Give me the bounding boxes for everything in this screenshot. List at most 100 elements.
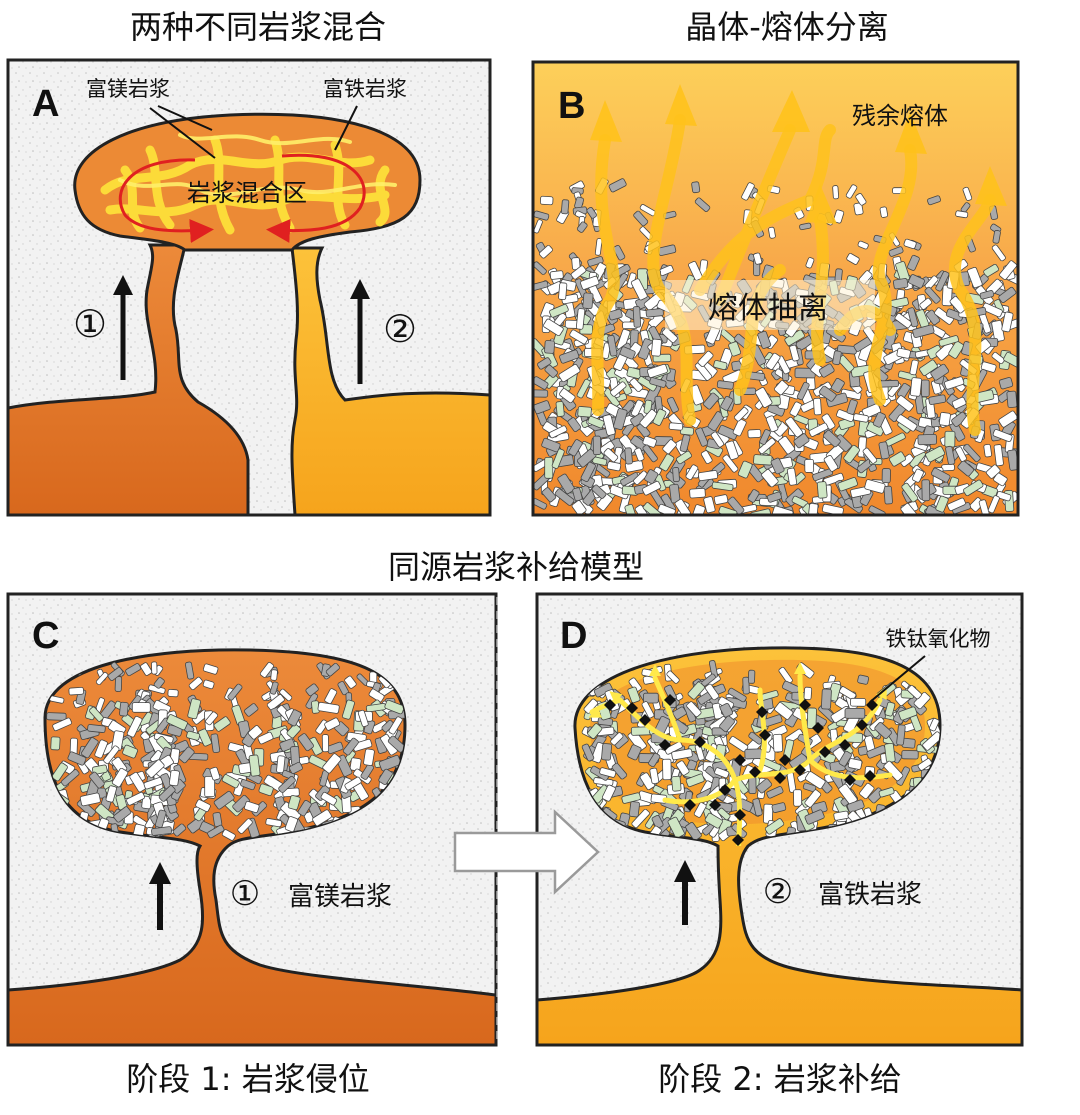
title-stage-1: 阶段 1: 岩浆侵位	[126, 1060, 370, 1098]
crystal	[917, 433, 938, 446]
crystal	[544, 457, 554, 479]
crystal	[279, 688, 293, 702]
crystal	[979, 290, 995, 300]
crystal	[686, 701, 702, 718]
crystal	[820, 688, 832, 710]
crystal	[592, 435, 602, 456]
crystal	[685, 773, 705, 788]
crystal	[587, 723, 603, 739]
crystal	[864, 479, 886, 494]
crystal	[992, 429, 1013, 442]
crystal	[789, 344, 800, 362]
crystal	[901, 482, 919, 503]
crystal	[666, 396, 679, 413]
crystal	[894, 313, 912, 329]
crystal	[853, 413, 869, 423]
crystal	[608, 178, 627, 193]
panel-c: C ① 富镁岩浆	[6, 592, 498, 1047]
crystal	[761, 469, 779, 488]
crystal	[533, 498, 548, 510]
crystal	[945, 308, 964, 322]
crystal	[533, 400, 551, 415]
crystal	[896, 414, 918, 432]
crystal	[639, 409, 658, 429]
crystal	[759, 429, 771, 445]
crystal	[689, 487, 706, 499]
crystal	[998, 286, 1017, 304]
crystal	[716, 380, 734, 390]
crystal	[832, 185, 840, 200]
crystal	[166, 714, 188, 731]
crystal	[847, 758, 863, 770]
crystal	[244, 703, 259, 717]
crystal	[168, 769, 180, 787]
crystal	[799, 222, 812, 231]
oxide-grain	[844, 774, 856, 786]
crystal	[548, 425, 568, 439]
crystal	[823, 429, 841, 448]
crystal	[257, 731, 274, 745]
oxide-grain	[799, 699, 811, 711]
crystal	[624, 447, 633, 465]
crystal	[742, 676, 750, 695]
crystal	[668, 422, 684, 431]
crystal	[577, 406, 592, 418]
crystal	[935, 271, 950, 292]
crystal	[641, 701, 655, 719]
crystal	[922, 731, 940, 751]
crystal	[599, 767, 617, 778]
crystal	[991, 244, 1006, 262]
label-fe-magma-a: 富铁岩浆	[323, 77, 407, 101]
marker-c: ①	[230, 874, 260, 914]
crystal	[719, 715, 735, 733]
crystal	[646, 363, 668, 378]
crystal	[818, 385, 837, 402]
crystal	[581, 743, 595, 762]
panel-c-letter: C	[32, 615, 59, 657]
crystal	[286, 723, 301, 739]
crystal	[711, 481, 734, 492]
oxide-grain	[639, 714, 651, 726]
crystal	[921, 479, 931, 502]
crystal	[924, 286, 941, 304]
crystal	[903, 238, 917, 250]
panel-b: B 残余熔体 熔体抽离	[531, 60, 1020, 517]
crystal	[963, 479, 984, 497]
crystal	[830, 377, 845, 394]
crystal	[967, 266, 983, 289]
oxide-grain	[694, 736, 706, 748]
crystal	[207, 824, 225, 839]
crystal	[278, 776, 296, 793]
crystal	[628, 677, 642, 693]
crystal	[955, 446, 967, 462]
leader-line-oxides	[869, 655, 926, 703]
crystal	[591, 484, 607, 499]
crystal	[368, 688, 385, 703]
crystal	[700, 450, 713, 464]
crystal	[568, 439, 583, 457]
crystal	[213, 716, 231, 732]
title-magma-mixing: 两种不同岩浆混合	[130, 8, 386, 46]
crystal	[710, 431, 725, 448]
crystal	[258, 783, 274, 796]
title-stage-2: 阶段 2: 岩浆补给	[658, 1060, 902, 1098]
crystal	[630, 399, 644, 417]
crystal	[727, 687, 747, 703]
crystal	[666, 670, 680, 684]
crystal	[305, 683, 319, 697]
crystal	[987, 495, 1000, 514]
crystal	[1006, 390, 1018, 408]
crystal	[541, 487, 557, 503]
crystal	[627, 686, 641, 704]
crystal	[806, 707, 817, 729]
panel-a: A 富镁岩浆 富铁岩浆 岩浆混合区 ① ②	[6, 58, 492, 517]
crystal	[935, 495, 949, 513]
crystal	[917, 758, 933, 771]
crystal	[714, 767, 730, 779]
crystal	[213, 790, 235, 810]
label-melt-extraction: 熔体抽离	[708, 291, 828, 326]
crystal	[872, 411, 886, 428]
crystal	[649, 767, 660, 785]
crystal	[676, 450, 692, 465]
marker-1-a: ①	[73, 302, 107, 346]
